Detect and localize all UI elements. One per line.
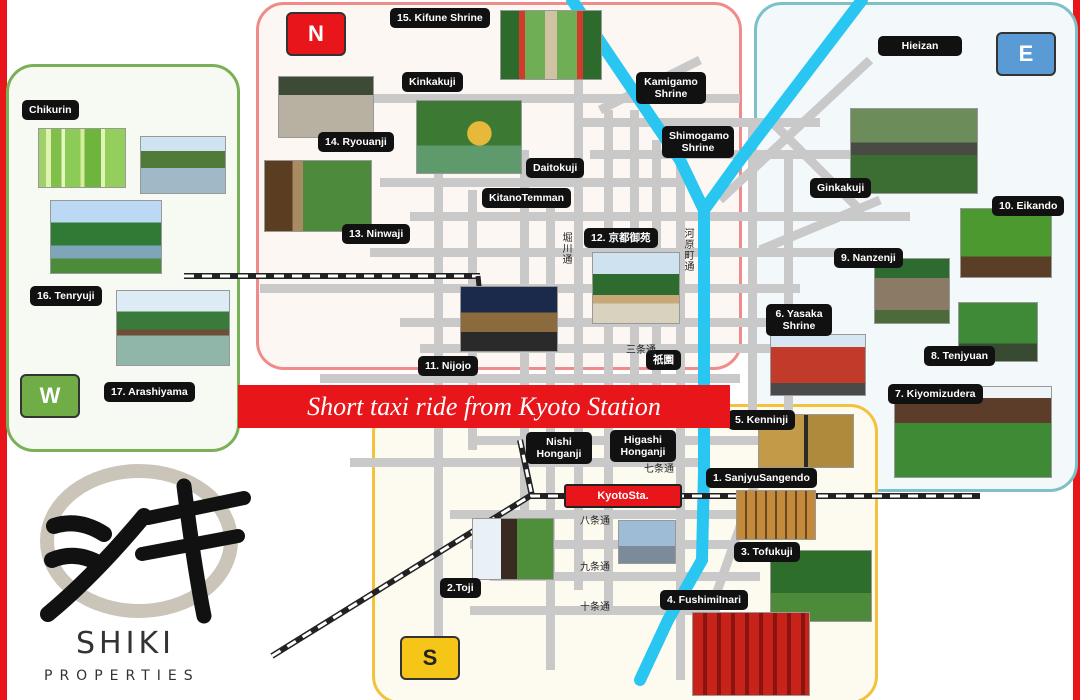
kamo-river (634, 199, 710, 686)
label-toji: 2.Toji (440, 578, 481, 598)
river (566, 0, 868, 686)
label-higashi-honganji: Higashi Honganji (610, 430, 676, 462)
photo-sanjyusangendo (736, 490, 816, 540)
region-badge-north: N (286, 12, 346, 56)
region-badge-south: S (400, 636, 460, 680)
road (450, 510, 740, 519)
road (490, 572, 760, 581)
street-horikawa: 堀川通 (560, 232, 571, 265)
road (470, 540, 730, 549)
road (320, 94, 740, 103)
label-kitanotemman: KitanoTemman (482, 188, 572, 208)
label-fushimiinari: 4. FushimiInari (660, 590, 749, 610)
label-gosho: 12. 京都御苑 (584, 228, 658, 248)
photo-togetsukyo-bridge (116, 290, 230, 366)
label-tenryuji: 16. Tenryuji (30, 286, 102, 306)
road (546, 190, 555, 670)
photo-tofukuji (770, 550, 872, 622)
road (320, 374, 740, 383)
frame-left (0, 0, 7, 700)
photo-kinkakuji (416, 100, 522, 174)
label-kamigamo-shrine: Kamigamo Shrine (636, 72, 706, 104)
road (758, 195, 882, 255)
label-tenjyuan: 8. Tenjyuan (924, 346, 995, 366)
street-shichijo: 七条通 (644, 464, 674, 475)
road (520, 150, 529, 570)
photo-kyoto-station (618, 520, 676, 564)
label-hieizan: Hieizan (878, 36, 962, 56)
street-hachijo: 八条通 (580, 516, 610, 527)
logo-tagline: PROPERTIES (44, 668, 200, 684)
logo-brand: SHIKI (76, 626, 175, 661)
label-daitokuji: Daitokuji (526, 158, 585, 178)
road (716, 56, 874, 204)
region-badge-west: W (20, 374, 80, 418)
street-kawaramachi: 河原町通 (682, 228, 693, 272)
photo-nijojo (460, 286, 558, 352)
photo-tenryuji-garden (50, 200, 162, 274)
label-kiyomizudera: 7. Kiyomizudera (888, 384, 983, 404)
shiki-logo-mark (40, 464, 251, 624)
label-gion: 祇園 (646, 350, 681, 370)
road (380, 178, 680, 187)
photo-yasaka-shrine (770, 334, 866, 396)
label-ginkakuji: Ginkakuji (810, 178, 872, 198)
road (580, 118, 820, 127)
road (420, 344, 780, 353)
road (630, 110, 639, 390)
photo-fushimiinari (692, 612, 810, 696)
road (784, 150, 793, 430)
street-sanjo: 三条通 (626, 345, 656, 356)
label-tofukuji: 3. Tofukuji (734, 542, 800, 562)
photo-arashiyama-river (140, 136, 226, 194)
banner-taxi-ride: Short taxi ride from Kyoto Station (238, 385, 730, 428)
takano-river-east-branch (698, 0, 868, 216)
road (748, 120, 757, 420)
label-ninwaji: 13. Ninwaji (342, 224, 411, 244)
road (574, 70, 583, 590)
photo-ryouanji-garden (278, 76, 374, 138)
label-kinkakuji: Kinkakuji (402, 72, 463, 92)
label-chikurin: Chikurin (22, 100, 79, 120)
photo-eikando (960, 208, 1052, 278)
photo-nanzenji (874, 258, 950, 324)
kamo-river-west-branch (566, 0, 710, 216)
road (604, 110, 613, 610)
photo-chikurin (38, 128, 126, 188)
label-arashiyama: 17. Arashiyama (104, 382, 195, 402)
label-ryouanji: 14. Ryouanji (318, 132, 394, 152)
photo-toji-pagoda (472, 518, 554, 580)
label-shimogamo-shrine: Shimogamo Shrine (662, 126, 734, 158)
street-jujo: 十条通 (580, 602, 610, 613)
photo-ninwaji (264, 160, 372, 232)
photo-kifune-shrine (500, 10, 602, 80)
label-nijojo: 11. Nijojo (418, 356, 479, 376)
photo-gosho (592, 252, 680, 324)
label-kenninji: 5. Kenninji (728, 410, 796, 430)
street-kujo: 九条通 (580, 562, 610, 573)
road (470, 606, 720, 615)
region-badge-east: E (996, 32, 1056, 76)
label-yasaka-shrine: 6. Yasaka Shrine (766, 304, 832, 336)
label-kifune-shrine: 15. Kifune Shrine (390, 8, 490, 28)
label-sanjyusangendo: 1. SanjyuSangendo (706, 468, 817, 488)
label-eikando: 10. Eikando (992, 196, 1065, 216)
kyoto-station-marker: KyotoSta. (564, 484, 682, 508)
label-nanzenji: 9. Nanzenji (834, 248, 903, 268)
photo-ginkakuji (850, 108, 978, 194)
label-nishi-honganji: Nishi Honganji (526, 432, 592, 464)
